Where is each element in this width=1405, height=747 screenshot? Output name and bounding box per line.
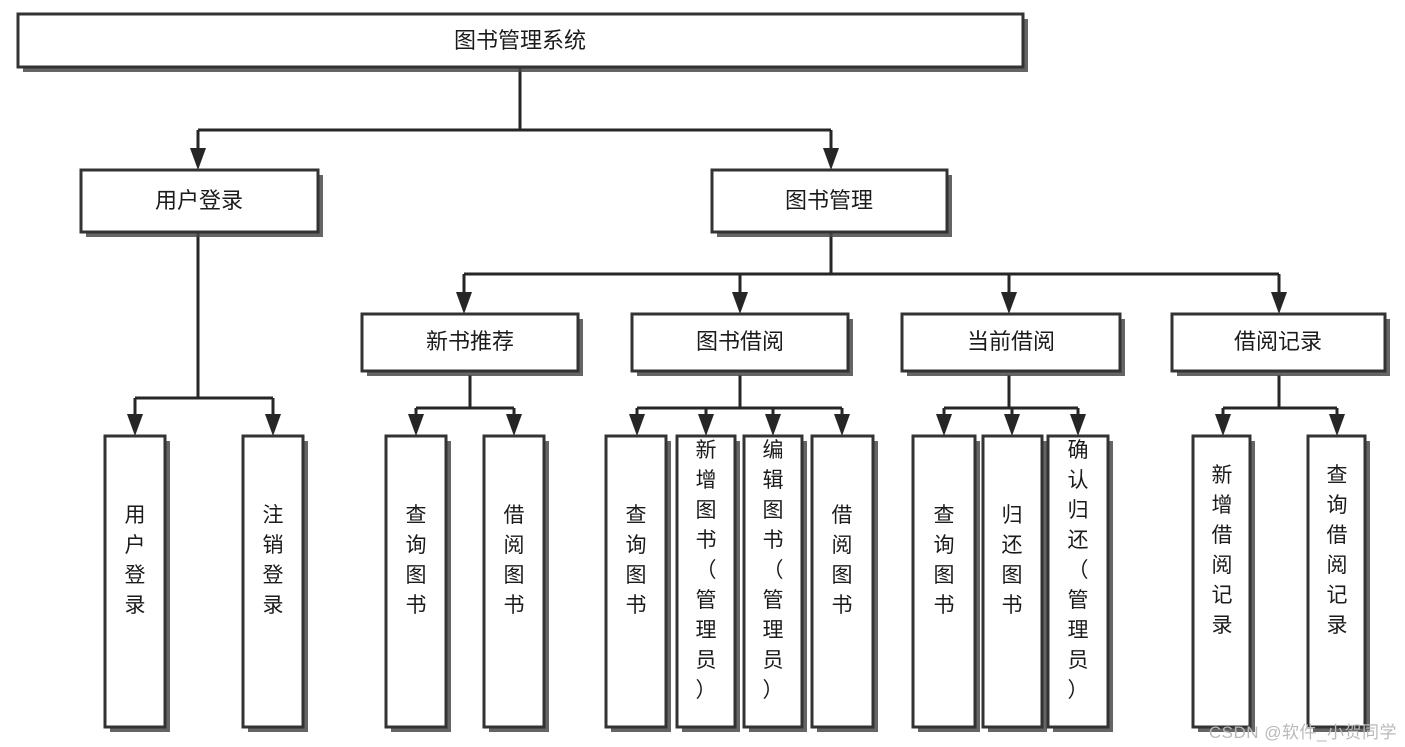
node-leaf-user-login[interactable]: 用户登录 (103, 434, 170, 732)
node-leaf-query-book-1-box (384, 434, 448, 729)
node-leaf-add-record-label: 新增借阅记录 (1212, 464, 1233, 637)
node-leaf-query-book-3-label: 查询图书 (934, 504, 955, 617)
node-new-book-rec-label: 新书推荐 (426, 329, 514, 354)
arrowhead-leaf-query-book-1 (408, 414, 424, 436)
node-leaf-query-record-label: 查询借阅记录 (1327, 464, 1348, 637)
node-user-login-label: 用户登录 (155, 188, 243, 213)
node-new-book-rec[interactable]: 新书推荐 (360, 312, 583, 376)
arrowhead-leaf-edit-book (765, 414, 781, 436)
node-leaf-user-login-box (103, 434, 167, 729)
node-leaf-borrow-book-2-label: 借阅图书 (832, 504, 853, 617)
node-leaf-borrow-book-1-label: 借阅图书 (504, 504, 525, 617)
arrowhead-leaf-confirm-return (1070, 414, 1086, 436)
node-leaf-query-book-1-label: 查询图书 (406, 504, 427, 617)
node-book-mgmt-box (710, 168, 949, 234)
arrowhead-userlogin (190, 148, 206, 170)
edge-group-new-book-rec (408, 375, 522, 436)
edge-group-root (190, 68, 839, 170)
node-leaf-query-book-2-box (604, 434, 668, 729)
csdn-watermark: CSDN @软件_小贺同学 (1208, 723, 1397, 742)
arrowhead-leaf-query-book-3 (936, 414, 952, 436)
arrowhead-leaf-add-record (1215, 414, 1231, 436)
node-borrow-record-label: 借阅记录 (1234, 329, 1322, 354)
node-book-mgmt[interactable]: 图书管理 (710, 168, 952, 237)
node-leaf-query-book-1[interactable]: 查询图书 (384, 434, 451, 732)
node-user-login[interactable]: 用户登录 (79, 168, 323, 237)
node-book-borrow[interactable]: 图书借阅 (630, 312, 853, 376)
edge-group-book-mgmt (456, 232, 1287, 314)
node-book-borrow-box (630, 312, 850, 373)
arrowhead-new-book-rec (456, 292, 472, 314)
arrowhead-leaf-borrow-book-2 (834, 414, 850, 436)
node-root-label: 图书管理系统 (454, 28, 586, 53)
node-leaf-add-book-label: 新增图书（管理员） (696, 439, 717, 702)
node-current-borrow-box (900, 312, 1122, 373)
arrowhead-leaf-borrow-book-1 (506, 414, 522, 436)
node-leaf-query-book-3[interactable]: 查询图书 (911, 434, 980, 732)
arrowhead-bookmgmt (823, 148, 839, 170)
node-leaf-confirm-return-box (1046, 434, 1110, 729)
node-leaf-edit-book-label: 编辑图书（管理员） (763, 439, 784, 702)
edge-group-current-borrow (936, 375, 1086, 436)
node-leaf-add-book[interactable]: 新增图书（管理员） (675, 434, 740, 732)
arrowhead-borrow-record (1271, 292, 1287, 314)
node-leaf-logout-label: 注销登录 (263, 504, 284, 617)
node-current-borrow-label: 当前借阅 (967, 329, 1055, 354)
node-current-borrow[interactable]: 当前借阅 (900, 312, 1125, 376)
arrowhead-book-borrow (732, 292, 748, 314)
node-leaf-return-book-box (981, 434, 1044, 729)
node-user-login-box (79, 168, 320, 234)
node-book-borrow-label: 图书借阅 (696, 329, 784, 354)
arrowhead-current-borrow (1001, 292, 1017, 314)
node-borrow-record-box (1170, 312, 1387, 373)
node-leaf-query-book-2-label: 查询图书 (626, 504, 647, 617)
edge-group-borrow-record (1215, 375, 1345, 436)
arrowhead-leaf-query-record (1329, 414, 1345, 436)
node-book-mgmt-label: 图书管理 (785, 188, 873, 213)
node-borrow-record[interactable]: 借阅记录 (1170, 312, 1390, 376)
arrowhead-leaf-return-book (1004, 414, 1020, 436)
node-leaf-confirm-return[interactable]: 确认归还（管理员） (1046, 434, 1113, 732)
edge-group-user-login (127, 232, 281, 436)
node-root-box (16, 12, 1025, 69)
node-leaf-return-book[interactable]: 归还图书 (981, 434, 1047, 732)
node-leaf-query-book-2[interactable]: 查询图书 (604, 434, 671, 732)
node-leaf-borrow-book-1[interactable]: 借阅图书 (482, 434, 549, 732)
node-leaf-user-login-label: 用户登录 (125, 504, 146, 617)
edge-group-book-borrow (629, 375, 850, 436)
node-leaf-borrow-book-2[interactable]: 借阅图书 (810, 434, 878, 732)
node-leaf-add-record[interactable]: 新增借阅记录 (1191, 434, 1255, 732)
arrowhead-leaf-user-login (127, 414, 143, 436)
node-leaf-query-record[interactable]: 查询借阅记录 (1306, 434, 1370, 732)
node-root[interactable]: 图书管理系统 (16, 12, 1028, 72)
node-leaf-add-record-box (1191, 434, 1252, 729)
node-leaf-borrow-book-2-box (810, 434, 875, 729)
node-leaf-query-record-box (1306, 434, 1367, 729)
node-leaf-borrow-book-1-box (482, 434, 546, 729)
node-leaf-confirm-return-label: 确认归还（管理员） (1068, 439, 1089, 702)
node-leaf-logout-box (241, 434, 305, 729)
arrowhead-leaf-query-book-2 (629, 414, 645, 436)
node-leaf-edit-book[interactable]: 编辑图书（管理员） (742, 434, 807, 732)
node-new-book-rec-box (360, 312, 580, 373)
node-leaf-query-book-3-box (911, 434, 977, 729)
arrowhead-leaf-add-book (698, 414, 714, 436)
node-leaf-return-book-label: 归还图书 (1002, 504, 1023, 617)
node-leaf-add-book-box (675, 434, 737, 729)
node-leaf-logout[interactable]: 注销登录 (241, 434, 308, 732)
node-leaf-edit-book-box (742, 434, 804, 729)
arrowhead-leaf-logout (265, 414, 281, 436)
